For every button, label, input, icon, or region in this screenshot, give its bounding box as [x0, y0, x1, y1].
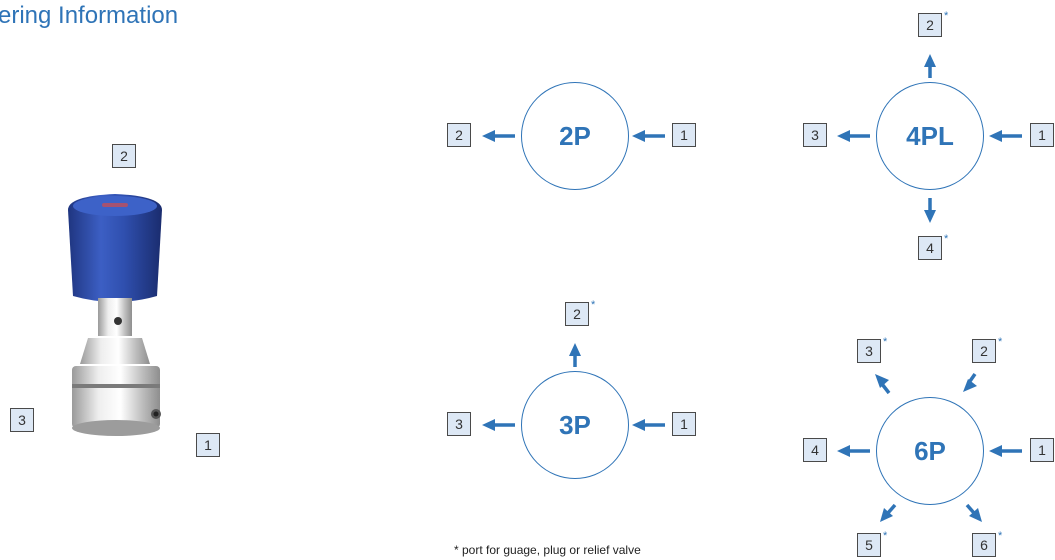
diagram-2p-port-1: 1 — [672, 123, 696, 147]
product-port-1: 1 — [196, 433, 220, 457]
diagram-3p-port-3: 3 — [447, 412, 471, 436]
diagram-6p-port-1: 1 — [1030, 438, 1054, 462]
diagram-6p-port-2-star: * — [998, 336, 1003, 348]
diagram-6p-port-4: 4 — [803, 438, 827, 462]
diagram-6p-port-5: 5 — [857, 533, 881, 557]
diagram-2p-port-2: 2 — [447, 123, 471, 147]
diagram-4pl-circle: 4PL — [876, 82, 984, 190]
product-port-3: 3 — [10, 408, 34, 432]
diagram-4pl-port-3: 3 — [803, 123, 827, 147]
diagram-6p-port-5-star: * — [883, 530, 888, 542]
diagram-6p-port-6: 6 — [972, 533, 996, 557]
diagram-3p-port-1: 1 — [672, 412, 696, 436]
diagram-4pl-port-4-star: * — [944, 233, 949, 245]
diagram-4pl-port-2-star: * — [944, 10, 949, 22]
diagram-3p-port-2: 2 — [565, 302, 589, 326]
product-port-2: 2 — [112, 144, 136, 168]
diagram-4pl-port-1: 1 — [1030, 123, 1054, 147]
diagram-6p-circle: 6P — [876, 397, 984, 505]
diagram-3p-port-2-star: * — [591, 299, 596, 311]
footnote: * port for guage, plug or relief valve — [454, 543, 641, 557]
diagram-6p-port-6-star: * — [998, 530, 1003, 542]
diagram-4pl-port-2: 2 — [918, 13, 942, 37]
page-title: ering Information — [0, 2, 179, 29]
diagram-3p-circle: 3P — [521, 371, 629, 479]
diagram-2p-circle: 2P — [521, 82, 629, 190]
regulator-image — [68, 194, 162, 436]
diagram-4pl-port-4: 4 — [918, 236, 942, 260]
diagram-6p-port-2: 2 — [972, 339, 996, 363]
diagram-6p-port-3: 3 — [857, 339, 881, 363]
diagram-6p-port-3-star: * — [883, 336, 888, 348]
